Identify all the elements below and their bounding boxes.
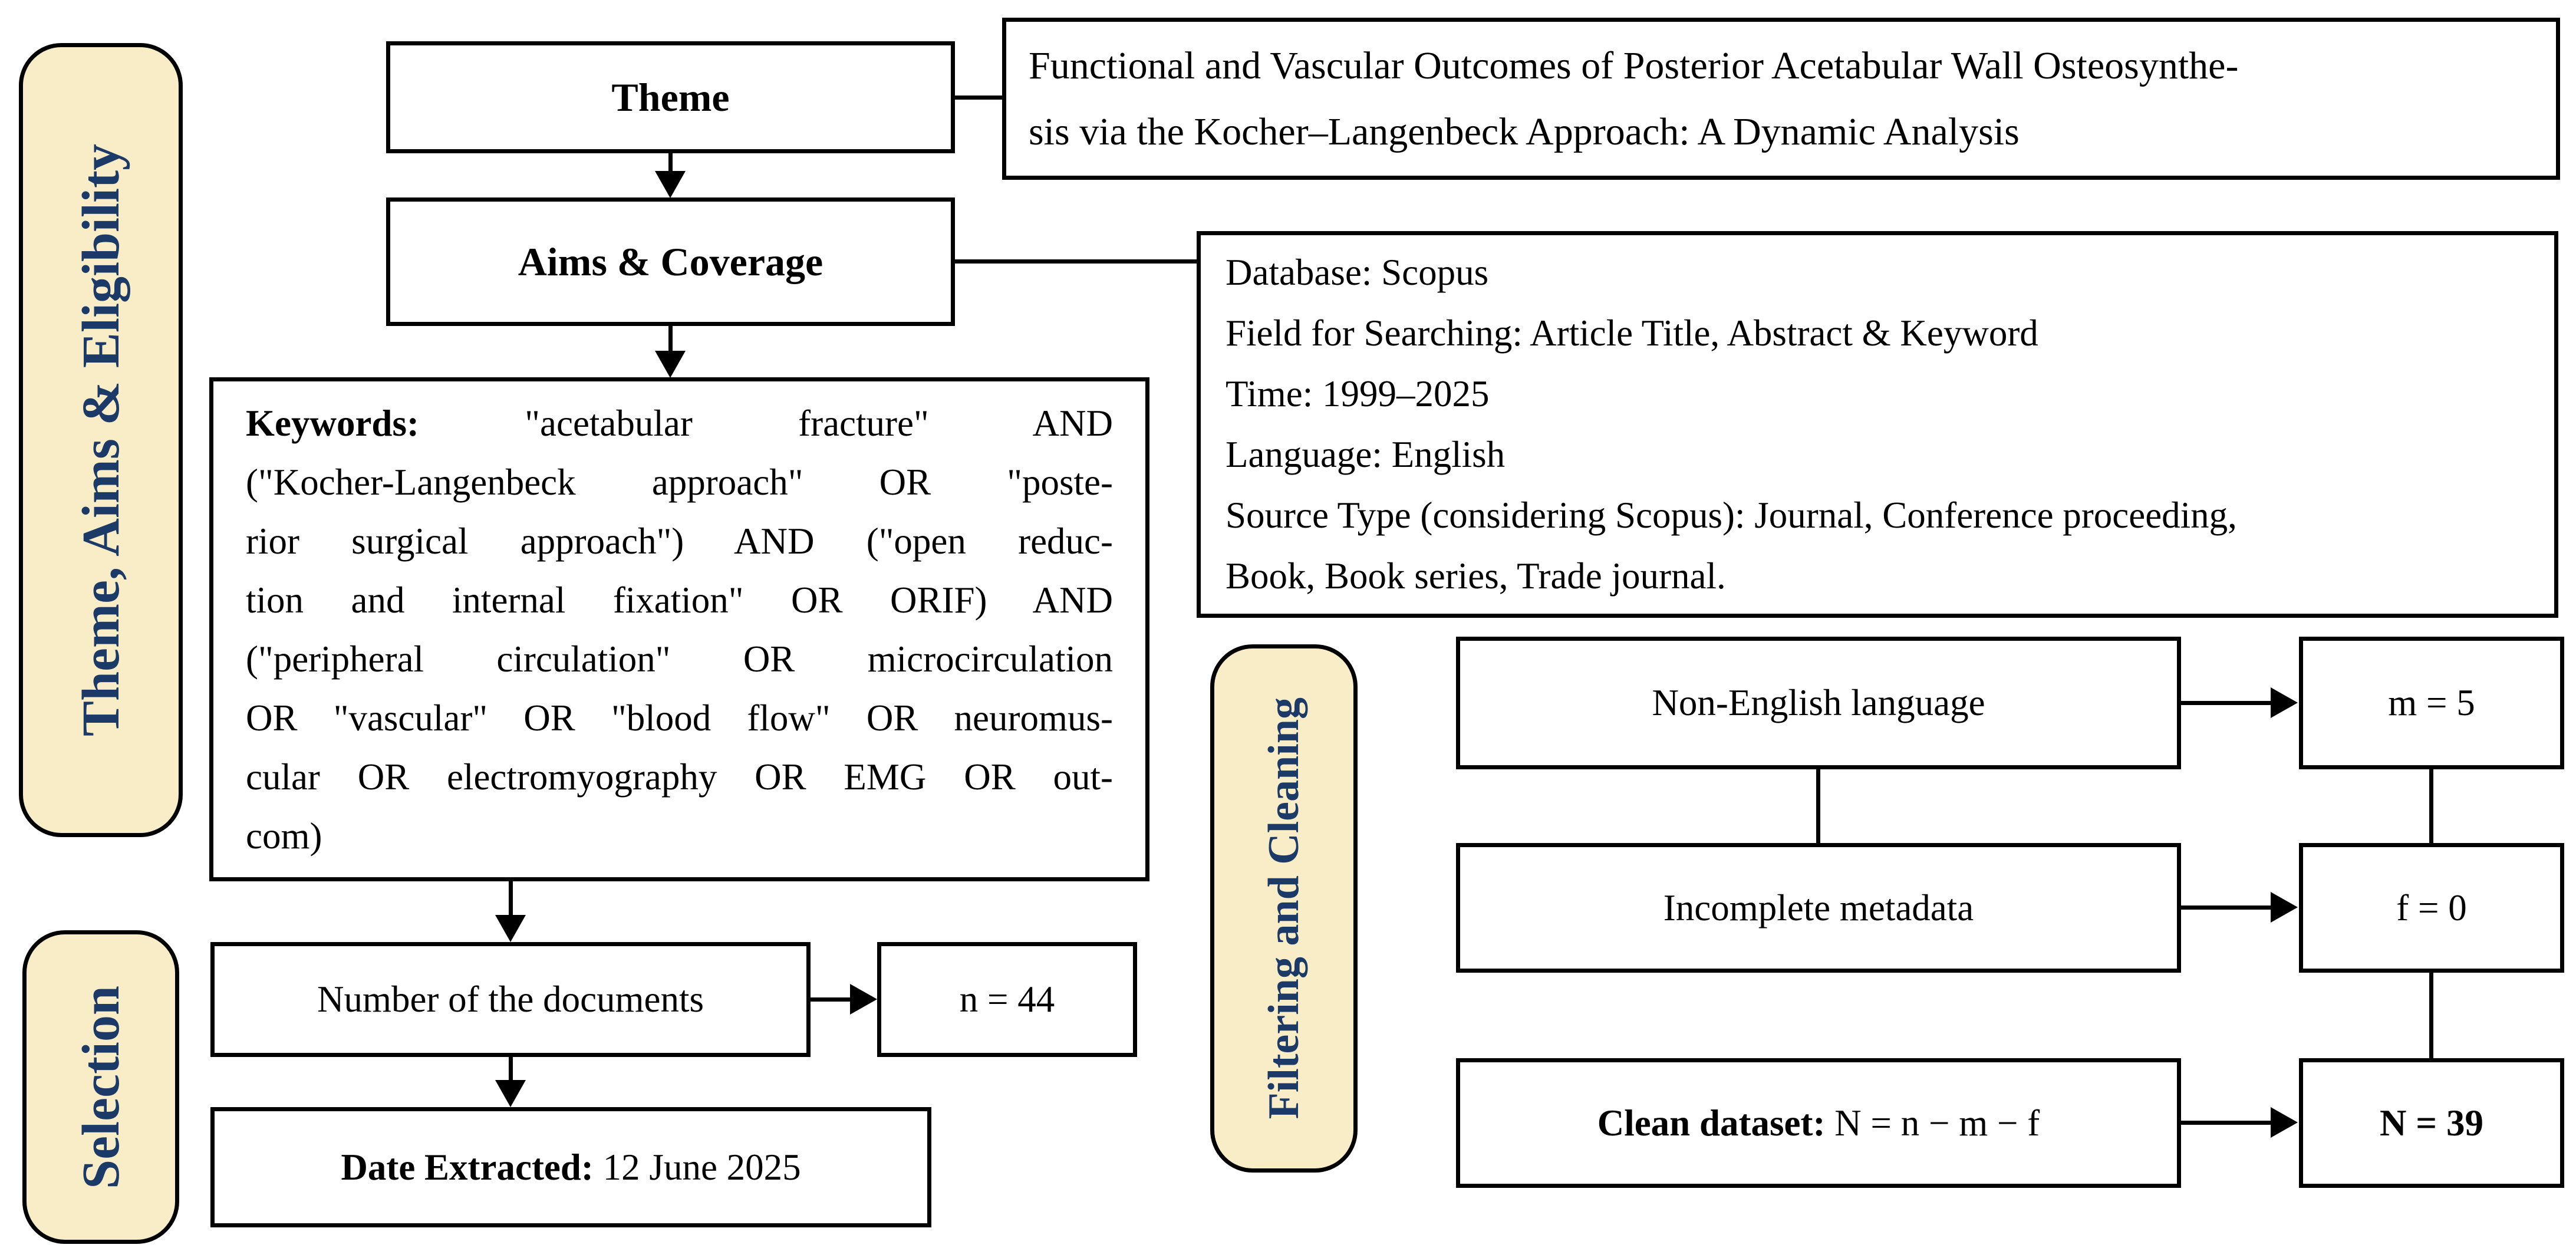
keywords-line-5: ("peripheral circulation" OR microcircul…: [246, 638, 1113, 680]
database-line-5: Source Type (considering Scopus): Journa…: [1226, 495, 2237, 536]
non-english-box: Non-English language: [1456, 637, 2181, 769]
keywords-line-3: rior surgical approach") AND ("open redu…: [246, 520, 1113, 562]
date-extracted-label: Date Extracted:: [341, 1146, 594, 1188]
connector-keywords-count-arrowhead-icon: [495, 915, 526, 942]
aims-coverage-box: Aims & Coverage: [386, 197, 955, 326]
n-value: n = 44: [959, 979, 1055, 1020]
clean-dataset-text: Clean dataset: N = n − m − f: [1460, 1102, 2177, 1145]
connector-nonenglish-m-line: [2181, 701, 2272, 705]
connector-theme-aims-line: [668, 153, 673, 172]
database-line-2: Field for Searching: Article Title, Abst…: [1226, 312, 2038, 354]
database-box: Database: Scopus Field for Searching: Ar…: [1197, 231, 2558, 618]
section-theme-aims-eligibility: Theme, Aims & Eligibility: [19, 43, 183, 837]
N-value: N = 39: [2380, 1102, 2483, 1144]
clean-dataset-box: Clean dataset: N = n − m − f: [1456, 1058, 2181, 1188]
clean-dataset-formula: N = n − m − f: [1834, 1102, 2040, 1144]
connector-aims-database: [955, 259, 1197, 264]
keywords-line-1: Keywords: "acetabular fracture" AND: [246, 394, 1113, 453]
title-line-1: Functional and Vascular Outcomes of Post…: [1029, 44, 2239, 87]
f-value-box: f = 0: [2299, 843, 2564, 973]
connector-count-n-line: [811, 997, 852, 1002]
connector-aims-keywords-line: [668, 326, 673, 353]
incomplete-metadata-box: Incomplete metadata: [1456, 843, 2181, 973]
title-box: Functional and Vascular Outcomes of Post…: [1002, 18, 2560, 180]
database-line-6: Book, Book series, Trade journal.: [1226, 555, 1726, 597]
database-line-4: Language: English: [1226, 434, 1506, 475]
keywords-line-6: OR "vascular" OR "blood flow" OR neuromu…: [246, 697, 1113, 739]
keywords-label: Keywords:: [246, 402, 419, 444]
section-filtering-cleaning: Filtering and Cleaning: [1210, 644, 1358, 1173]
connector-count-date-line: [509, 1057, 513, 1082]
clean-dataset-label: Clean dataset:: [1597, 1102, 1826, 1144]
connector-count-n-arrowhead-icon: [850, 984, 877, 1015]
connector-theme-aims-arrowhead-icon: [655, 171, 686, 198]
date-extracted-value: 12 June 2025: [602, 1146, 801, 1188]
connector-theme-title: [955, 96, 1002, 100]
m-value-box: m = 5: [2299, 637, 2564, 769]
connector-clean-N-arrowhead-icon: [2271, 1107, 2298, 1138]
keywords-line-8: com): [246, 815, 322, 857]
aims-coverage-label: Aims & Coverage: [518, 239, 823, 284]
connector-aims-keywords-arrowhead-icon: [655, 351, 686, 378]
section-filtering-cleaning-label: Filtering and Cleaning: [1259, 697, 1308, 1119]
connector-nonenglish-incomplete: [1816, 769, 1820, 843]
connector-clean-N-line: [2181, 1121, 2272, 1125]
m-value: m = 5: [2388, 682, 2475, 723]
connector-count-date-arrowhead-icon: [495, 1080, 526, 1107]
theme-box-label: Theme: [611, 74, 730, 120]
f-value: f = 0: [2396, 887, 2467, 928]
section-selection: Selection: [22, 930, 179, 1244]
documents-count-box: Number of the documents: [210, 942, 811, 1057]
theme-box: Theme: [386, 41, 955, 153]
section-theme-aims-eligibility-label: Theme, Aims & Eligibility: [71, 143, 130, 737]
connector-nonenglish-m-arrowhead-icon: [2271, 687, 2298, 718]
connector-f-N: [2429, 973, 2433, 1058]
keywords-line-7: cular OR electromyography OR EMG OR out-: [246, 756, 1113, 798]
N-value-box: N = 39: [2299, 1058, 2564, 1188]
database-line-3: Time: 1999–2025: [1226, 373, 1490, 414]
connector-incomplete-f-arrowhead-icon: [2271, 892, 2298, 923]
connector-keywords-count-line: [509, 881, 513, 917]
n-value-box: n = 44: [877, 942, 1137, 1057]
keywords-line-2: ("Kocher-Langenbeck approach" OR "poste-: [246, 461, 1113, 503]
database-line-1: Database: Scopus: [1226, 252, 1489, 293]
connector-m-f: [2429, 769, 2433, 843]
section-selection-label: Selection: [71, 985, 130, 1189]
incomplete-metadata-label: Incomplete metadata: [1663, 887, 1974, 928]
connector-incomplete-f-line: [2181, 905, 2272, 910]
keywords-line-4: tion and internal fixation" OR ORIF) AND: [246, 579, 1113, 621]
non-english-label: Non-English language: [1652, 682, 1985, 723]
keywords-line-1-text: "acetabular fracture" AND: [525, 402, 1114, 444]
documents-count-label: Number of the documents: [317, 979, 704, 1020]
date-extracted-box: Date Extracted: 12 June 2025: [210, 1107, 931, 1227]
date-extracted-text: Date Extracted: 12 June 2025: [215, 1146, 927, 1189]
title-line-2: sis via the Kocher–Langenbeck Approach: …: [1029, 110, 2020, 153]
keywords-box: Keywords: "acetabular fracture" AND ("Ko…: [209, 377, 1149, 881]
